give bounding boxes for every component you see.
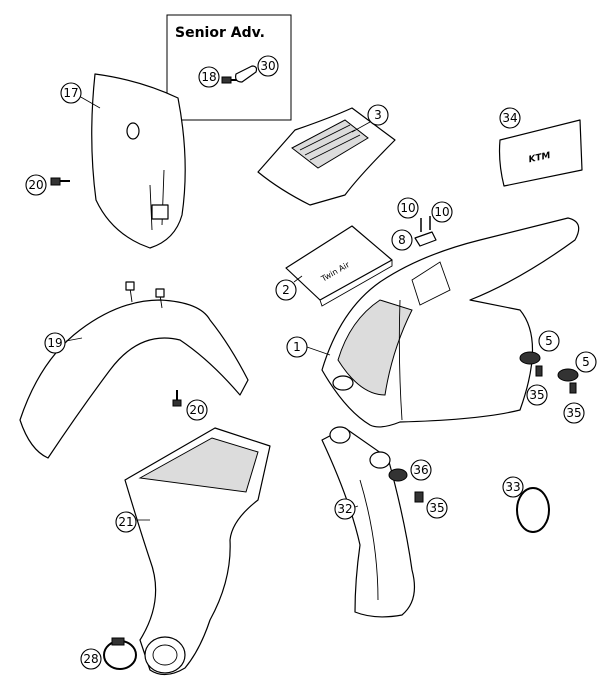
callout-20b: 20 — [186, 399, 208, 421]
bolt-35-left-shape — [535, 365, 543, 377]
part-19-front-fender — [19, 281, 249, 459]
callout-34: 34 — [499, 107, 521, 129]
svg-text:10: 10 — [400, 201, 415, 215]
svg-text:20: 20 — [28, 178, 43, 192]
part-17-number-plate — [78, 73, 186, 249]
callout-21: 21 — [115, 511, 137, 533]
callout-35b: 35 — [563, 402, 585, 424]
callout-30: 30 — [257, 55, 279, 77]
part-32-intake-duct — [321, 426, 415, 618]
svg-text:20: 20 — [189, 403, 204, 417]
bolt-35-lower-shape — [414, 491, 424, 503]
callout-33: 33 — [502, 476, 524, 498]
svg-text:33: 33 — [505, 480, 520, 494]
callout-35a: 35 — [526, 384, 548, 406]
bracket-30-shape — [235, 65, 258, 83]
senior-adv-title: Senior Adv. — [175, 25, 265, 41]
svg-text:36: 36 — [413, 463, 428, 477]
callout-32: 32 — [334, 498, 356, 520]
part-21-intake-boot — [124, 427, 271, 676]
svg-text:35: 35 — [566, 406, 581, 420]
svg-text:19: 19 — [47, 336, 62, 350]
callout-5b: 5 — [575, 351, 597, 373]
callouts: 1 2 3 5 5 8 10 10 17 18 19 20 20 21 28 3… — [25, 55, 597, 670]
callout-20a: 20 — [25, 174, 47, 196]
part-34-sticker: KTM — [498, 119, 583, 187]
svg-text:5: 5 — [545, 334, 553, 348]
callout-3: 3 — [367, 104, 389, 126]
part-1-rear-fender — [306, 217, 580, 428]
svg-text:35: 35 — [529, 388, 544, 402]
bolt-20-upper-shape — [50, 177, 70, 186]
svg-text:35: 35 — [429, 501, 444, 515]
callout-36: 36 — [410, 459, 432, 481]
callout-10a: 10 — [397, 197, 419, 219]
callout-17: 17 — [60, 82, 82, 104]
svg-text:28: 28 — [83, 652, 98, 666]
svg-text:32: 32 — [337, 502, 352, 516]
svg-text:21: 21 — [118, 515, 133, 529]
grommet-5-right-shape — [557, 368, 579, 382]
callout-8: 8 — [391, 229, 413, 251]
sticker-logo-text: KTM — [528, 151, 552, 165]
callout-5a: 5 — [538, 330, 560, 352]
bolt-20-lower-shape — [172, 390, 182, 407]
callout-1: 1 — [286, 336, 308, 358]
callout-2: 2 — [275, 279, 297, 301]
bolt-35-right-shape — [569, 382, 577, 394]
svg-text:30: 30 — [260, 59, 275, 73]
callout-10b: 10 — [431, 201, 453, 223]
svg-text:34: 34 — [502, 111, 517, 125]
svg-text:3: 3 — [374, 108, 382, 122]
callout-19: 19 — [44, 332, 66, 354]
svg-text:1: 1 — [293, 340, 301, 354]
callout-18: 18 — [198, 66, 220, 88]
svg-text:5: 5 — [582, 355, 590, 369]
svg-text:17: 17 — [63, 86, 78, 100]
svg-text:2: 2 — [282, 283, 290, 297]
svg-text:8: 8 — [398, 233, 406, 247]
part-28-hose-clamp — [103, 637, 137, 670]
part-2-air-filter: Twin Air — [285, 225, 393, 307]
grommet-36-shape — [388, 468, 408, 482]
callout-28: 28 — [80, 648, 102, 670]
part-3-airbox-cover — [257, 107, 396, 206]
part-8-clip — [414, 216, 437, 247]
grommet-5-left-shape — [519, 351, 541, 365]
callout-35c: 35 — [426, 497, 448, 519]
part-33-clamp-ring — [516, 487, 550, 533]
svg-text:10: 10 — [434, 205, 449, 219]
svg-text:18: 18 — [201, 70, 216, 84]
